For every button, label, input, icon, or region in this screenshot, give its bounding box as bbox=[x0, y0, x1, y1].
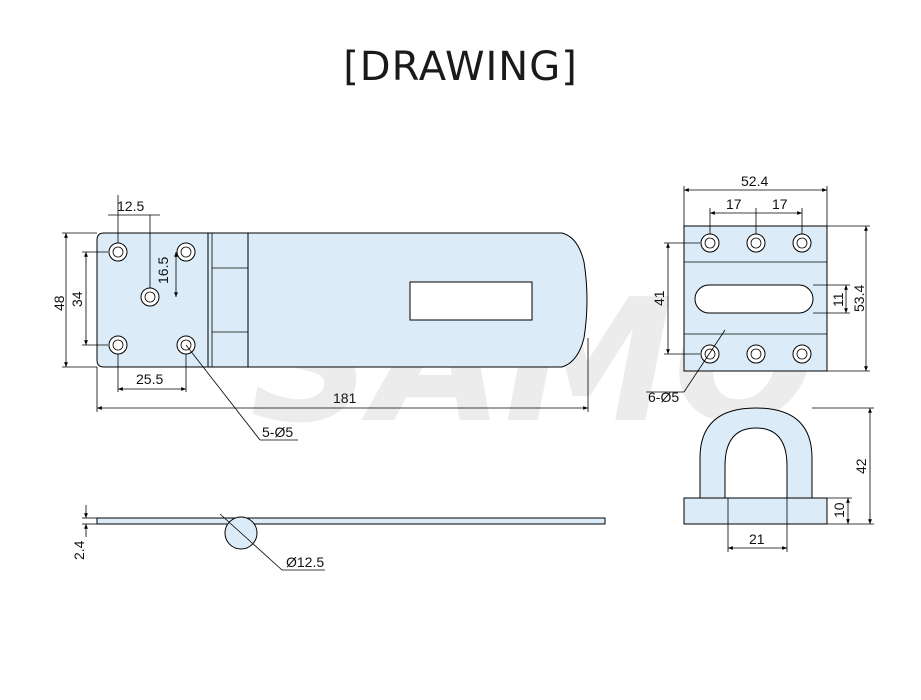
hasp-plate-profile bbox=[96, 517, 606, 525]
mounting-hole bbox=[746, 233, 766, 253]
mounting-hole bbox=[746, 344, 766, 364]
mounting-hole bbox=[700, 344, 720, 364]
dim-staple-height: 42 bbox=[853, 458, 869, 474]
mounting-hole bbox=[176, 242, 196, 262]
mounting-hole bbox=[792, 233, 812, 253]
dim-base-height: 10 bbox=[831, 502, 847, 518]
dim-thickness: 2.4 bbox=[71, 540, 87, 560]
dim-vertical-spacing: 16.5 bbox=[155, 257, 171, 284]
dim-hole-horizontal: 25.5 bbox=[136, 371, 163, 387]
hasp-side-view: 2.4 Ø12.5 bbox=[71, 505, 606, 571]
dim-width: 52.4 bbox=[741, 173, 768, 189]
holes-callout: 5-Ø5 bbox=[262, 424, 293, 440]
staple-top-view: 52.4 17 17 41 11 53.4 6-Ø5 bbox=[646, 173, 870, 405]
hasp-front-view: 12.5 16.5 48 34 25.5 181 5-Ø5 bbox=[51, 195, 589, 441]
mounting-hole bbox=[792, 344, 812, 364]
staple-base bbox=[683, 497, 828, 525]
page-title: [DRAWING] bbox=[343, 44, 578, 90]
pin-diameter: Ø12.5 bbox=[286, 554, 324, 570]
mounting-hole bbox=[700, 233, 720, 253]
mounting-hole bbox=[108, 242, 128, 262]
dim-hole-vertical: 34 bbox=[69, 291, 85, 307]
hasp-slot bbox=[409, 281, 533, 321]
holes-callout: 6-Ø5 bbox=[648, 389, 679, 405]
dim-length: 181 bbox=[333, 390, 357, 406]
mounting-hole bbox=[140, 287, 160, 307]
dim-spacing-b: 17 bbox=[772, 196, 788, 212]
staple-loop bbox=[699, 407, 813, 499]
dim-slot-width: 11 bbox=[830, 292, 846, 307]
dim-hole-offset: 12.5 bbox=[117, 198, 144, 214]
hinge-knuckle bbox=[207, 232, 249, 368]
staple-slot bbox=[694, 284, 814, 314]
dim-plate-height: 53.4 bbox=[851, 285, 867, 312]
staple-side-view: 42 10 21 bbox=[683, 407, 874, 552]
dim-height: 48 bbox=[51, 295, 67, 311]
mounting-hole bbox=[108, 335, 128, 355]
dim-inner-width: 21 bbox=[749, 531, 765, 547]
dim-slot-height: 41 bbox=[651, 290, 667, 306]
dim-spacing-a: 17 bbox=[726, 196, 742, 212]
